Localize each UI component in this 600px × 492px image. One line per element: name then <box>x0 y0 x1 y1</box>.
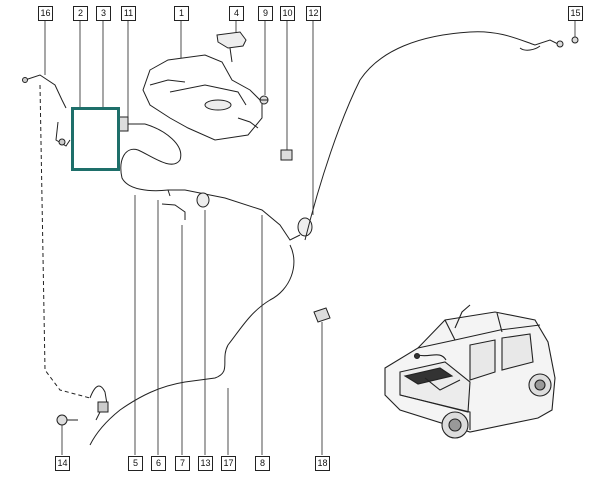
elbow-hose <box>22 74 67 109</box>
callout-17[interactable]: 17 <box>221 456 236 471</box>
clip <box>280 149 293 161</box>
vehicle-illustration <box>384 304 556 439</box>
leader-lines <box>44 20 576 455</box>
washer-hose <box>120 123 313 241</box>
callout-1[interactable]: 1 <box>174 6 189 21</box>
pump <box>117 116 145 132</box>
callout-11[interactable]: 11 <box>121 6 136 21</box>
callout-7[interactable]: 7 <box>175 456 190 471</box>
reservoir-cap <box>216 31 247 63</box>
callout-4[interactable]: 4 <box>229 6 244 21</box>
jet-nozzle <box>313 307 331 323</box>
callout-14[interactable]: 14 <box>55 456 70 471</box>
callout-9[interactable]: 9 <box>258 6 273 21</box>
washer-reservoir <box>142 54 263 141</box>
rear-washer-hose <box>89 31 579 446</box>
lower-hose <box>89 385 109 421</box>
callout-12[interactable]: 12 <box>306 6 321 21</box>
rear-nozzle <box>56 414 78 426</box>
callout-6[interactable]: 6 <box>151 456 166 471</box>
highlight-box <box>71 107 120 171</box>
callout-5[interactable]: 5 <box>128 456 143 471</box>
callout-3[interactable]: 3 <box>96 6 111 21</box>
grommet <box>259 95 269 105</box>
callout-8[interactable]: 8 <box>255 456 270 471</box>
callout-18[interactable]: 18 <box>315 456 330 471</box>
callout-13[interactable]: 13 <box>198 456 213 471</box>
callout-16[interactable]: 16 <box>38 6 53 21</box>
hose-stub <box>55 121 71 147</box>
dashed-routing <box>39 84 91 399</box>
callout-15[interactable]: 15 <box>568 6 583 21</box>
callout-2[interactable]: 2 <box>73 6 88 21</box>
callout-10[interactable]: 10 <box>280 6 295 21</box>
